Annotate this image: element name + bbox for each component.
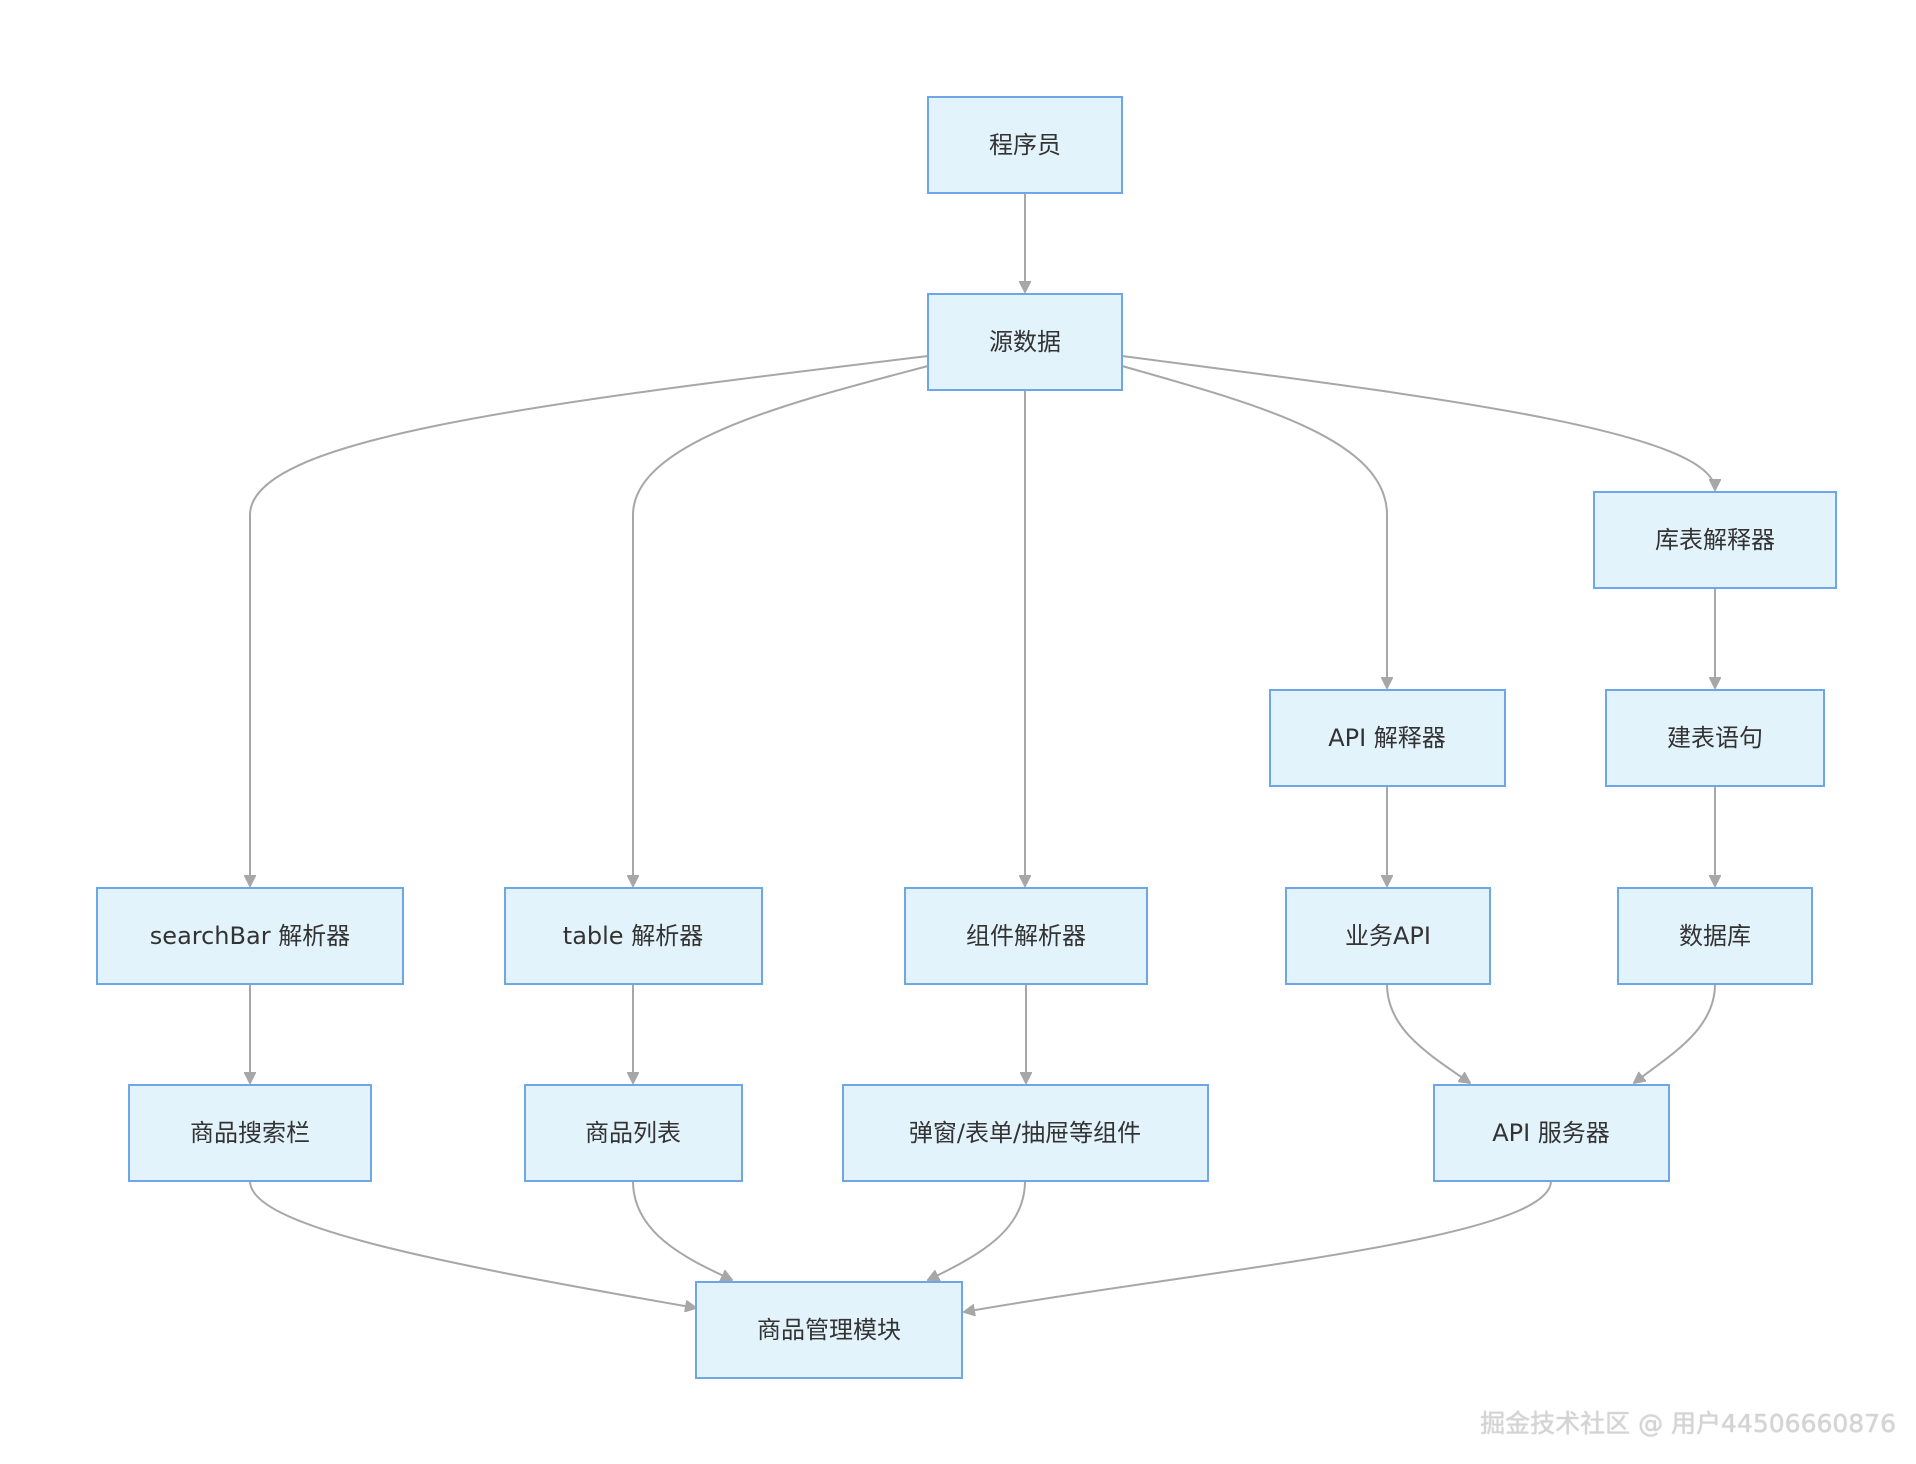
edge-product_list-to-product_module	[632, 1180, 732, 1280]
node-database[interactable]: 数据库	[1617, 887, 1813, 985]
node-label-api-parser: API 解释器	[1328, 724, 1446, 752]
edge-components-to-product_module	[928, 1180, 1026, 1280]
node-source-data[interactable]: 源数据	[927, 293, 1123, 391]
node-product-list[interactable]: 商品列表	[524, 1084, 743, 1182]
node-label-programmer: 程序员	[989, 131, 1061, 159]
edge-source_data-to-searchbar_parser	[250, 355, 929, 886]
node-product-module[interactable]: 商品管理模块	[695, 1281, 963, 1379]
node-product-searchbar[interactable]: 商品搜索栏	[128, 1084, 372, 1182]
edge-product_searchbar-to-product_module	[249, 1180, 696, 1308]
edge-source_data-to-api_parser	[1121, 365, 1387, 688]
node-label-product-list: 商品列表	[585, 1119, 681, 1147]
edge-database-to-api_server	[1634, 983, 1716, 1083]
node-table-parser[interactable]: table 解析器	[504, 887, 763, 985]
edge-source_data-to-table_parser	[633, 365, 929, 886]
node-label-component-parser: 组件解析器	[966, 922, 1086, 950]
node-label-database: 数据库	[1679, 922, 1751, 950]
node-create-table-sql[interactable]: 建表语句	[1605, 689, 1825, 787]
node-programmer[interactable]: 程序员	[927, 96, 1123, 194]
node-label-product-searchbar: 商品搜索栏	[190, 1119, 310, 1147]
node-api-parser[interactable]: API 解释器	[1269, 689, 1506, 787]
node-label-table-parser: table 解析器	[563, 922, 703, 950]
node-label-schema-parser: 库表解释器	[1655, 526, 1775, 554]
node-label-source-data: 源数据	[989, 328, 1061, 356]
edges	[250, 193, 1715, 1312]
node-api-server[interactable]: API 服务器	[1433, 1084, 1670, 1182]
node-label-components: 弹窗/表单/抽屉等组件	[909, 1119, 1141, 1147]
node-label-business-api: 业务API	[1345, 922, 1431, 950]
edge-source_data-to-schema_parser	[1121, 355, 1715, 490]
node-label-searchbar-parser: searchBar 解析器	[150, 922, 350, 950]
nodes: 程序员 源数据 库表解释器 API 解释器 建表语句 searchBar 解析器…	[96, 96, 1837, 1379]
node-schema-parser[interactable]: 库表解释器	[1593, 491, 1837, 589]
edge-api_server-to-product_module	[964, 1180, 1552, 1312]
node-label-api-server: API 服务器	[1492, 1119, 1610, 1147]
node-component-parser[interactable]: 组件解析器	[904, 887, 1148, 985]
node-label-create-table-sql: 建表语句	[1667, 724, 1763, 752]
node-label-product-module: 商品管理模块	[757, 1316, 901, 1344]
node-components[interactable]: 弹窗/表单/抽屉等组件	[842, 1084, 1209, 1182]
watermark: 掘金技术社区 @ 用户44506660876	[1480, 1409, 1896, 1438]
edge-business_api-to-api_server	[1386, 983, 1470, 1083]
node-business-api[interactable]: 业务API	[1285, 887, 1491, 985]
node-searchbar-parser[interactable]: searchBar 解析器	[96, 887, 404, 985]
